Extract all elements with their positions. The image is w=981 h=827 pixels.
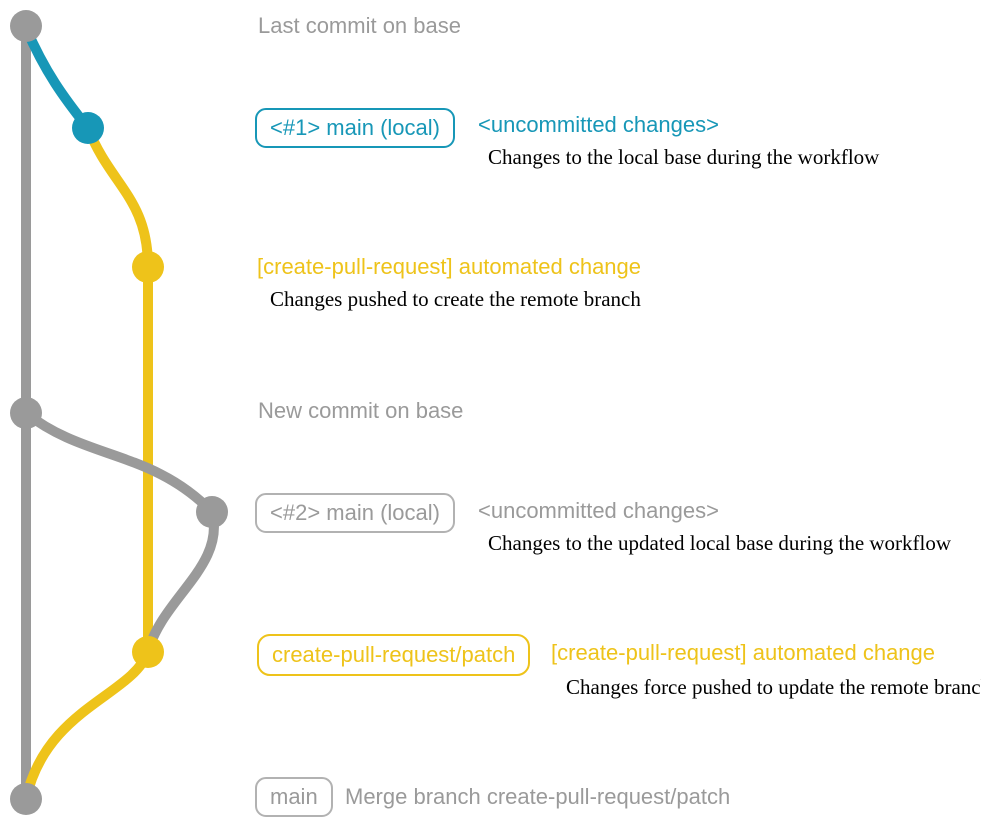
note-uncommitted-1: Changes to the local base during the wor… — [488, 145, 880, 169]
note-automated-change-2: Changes force pushed to update the remot… — [566, 675, 981, 699]
commit-node-merge-commit — [10, 783, 42, 815]
commit-message-merge: Merge branch create-pull-request/patch — [345, 784, 731, 809]
commit-node-new-base-commit — [10, 397, 42, 429]
branch-badge-label: <#1> main (local) — [270, 115, 440, 140]
edge-uncommitted-2 — [21, 408, 217, 517]
note-automated-change-1: Changes pushed to create the remote bran… — [270, 287, 641, 311]
caption-last-commit-on-base: Last commit on base — [258, 13, 461, 38]
edge-uncommitted-1 — [21, 23, 93, 133]
edge-patch-branch-create — [83, 123, 153, 272]
commit-message-uncommitted-2: <uncommitted changes> — [478, 498, 719, 523]
branch-badge-label: <#2> main (local) — [270, 500, 440, 525]
branch-badge-label: create-pull-request/patch — [272, 642, 516, 667]
note-uncommitted-2: Changes to the updated local base during… — [488, 531, 952, 555]
branch-badge-label: main — [270, 784, 318, 809]
commit-message-automated-change-1: [create-pull-request] automated change — [257, 254, 642, 279]
commit-message-automated-change-2: [create-pull-request] automated change — [551, 640, 936, 665]
branch-badge-main-local-2: <#2> main (local) — [255, 493, 455, 533]
branch-badge-main-local-1: <#1> main (local) — [255, 108, 455, 148]
commit-node-automated-change-2 — [132, 636, 164, 668]
commit-node-uncommitted-2 — [196, 496, 228, 528]
caption-new-commit-on-base: New commit on base — [258, 398, 464, 423]
commit-node-last-base-commit — [10, 10, 42, 42]
branch-badge-create-pull-request-patch: create-pull-request/patch — [257, 634, 531, 676]
edge-merge-into-base — [21, 647, 153, 804]
commit-node-automated-change-1 — [132, 251, 164, 283]
edge-patch-branch-update — [143, 507, 219, 657]
commit-node-uncommitted-1 — [72, 112, 104, 144]
branch-badge-main: main — [255, 777, 333, 817]
commit-message-uncommitted-1: <uncommitted changes> — [478, 112, 719, 137]
